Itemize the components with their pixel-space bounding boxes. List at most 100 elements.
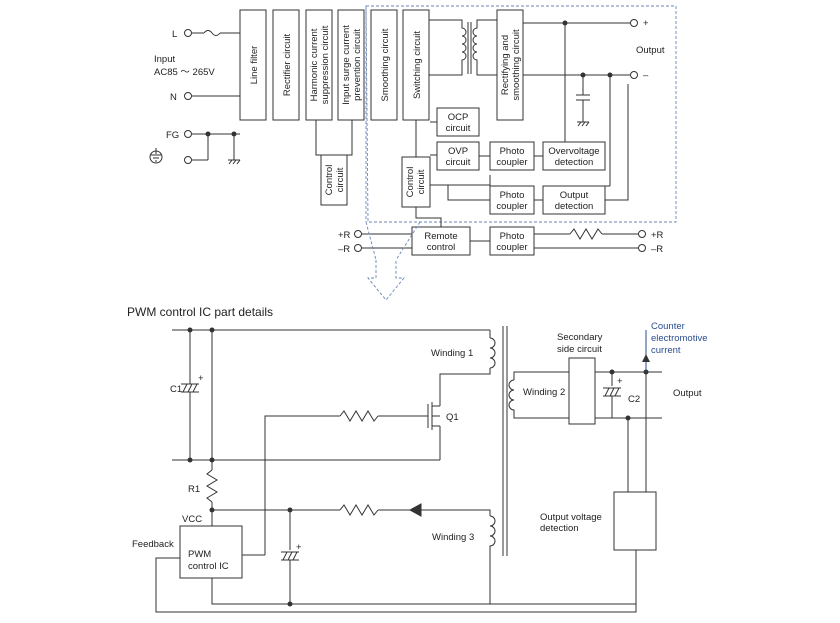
switching-block [402, 9, 430, 121]
winding2-label: Winding 2 [523, 387, 565, 398]
photo3-label-2: coupler [496, 242, 527, 253]
terminal-l-label: L [172, 29, 177, 40]
rectifier-block [272, 9, 300, 121]
block-diagram: L N FG Input AC85 ～ 265V [149, 5, 677, 301]
remote-in-plus-terminal [354, 230, 362, 238]
photo3-label-1: Photo [500, 231, 525, 242]
terminal-fg [184, 130, 192, 138]
output-plus-label: + [643, 18, 649, 29]
ovp-label-2: circuit [446, 157, 471, 168]
rectifier-label: Rectifier circuit [282, 33, 293, 96]
harmonic-label-2: suppression circuit [320, 25, 331, 104]
outdet-label-1: Output [560, 190, 589, 201]
resistor-icon [569, 228, 603, 240]
input-label: Input [154, 54, 175, 65]
remote-in-plus-label: +R [338, 230, 351, 241]
remote-in-minus-terminal [354, 244, 362, 252]
line-filter-block [239, 9, 267, 121]
counter-label-1: Counter [651, 321, 685, 332]
harmonic-label-1: Harmonic current [309, 28, 320, 101]
output-minus-label: – [643, 70, 649, 81]
ovdet-label-1: Overvoltage [548, 146, 599, 157]
control-label-2: circuit [335, 167, 346, 192]
remote-in-minus-label: –R [338, 244, 350, 255]
remote-out-plus-terminal [638, 230, 646, 238]
input-range: AC85 ～ 265V [154, 67, 215, 78]
switching-label: Switching circuit [412, 31, 423, 99]
cvcc-plus-label: + [296, 542, 302, 553]
secondary-output-label: Output [673, 388, 702, 399]
outvdet-label-2: detection [540, 523, 579, 534]
feedback-label: Feedback [132, 539, 174, 550]
surge-label-1: Input surge current [341, 25, 352, 105]
remote-out-minus-terminal [638, 244, 646, 252]
rectifying-smoothing-block [496, 9, 524, 121]
vcc-label: VCC [182, 514, 202, 525]
control2-label-2: circuit [416, 169, 427, 194]
fuse-icon [203, 30, 221, 36]
counter-label-3: current [651, 345, 681, 356]
surge-prevention-block [337, 9, 365, 121]
remote-out-plus-label: +R [651, 230, 664, 241]
photo-coupler-1-block [489, 141, 535, 171]
ocp-block [436, 107, 480, 137]
resistor-r1-icon [206, 469, 218, 503]
remote-label-1: Remote [424, 231, 457, 242]
remote-out-minus-label: –R [651, 244, 663, 255]
capacitor-vcc-icon [281, 551, 299, 561]
photo2-label-1: Photo [500, 190, 525, 201]
terminal-n [184, 92, 192, 100]
control-circuit-block [320, 154, 348, 206]
overvoltage-detection-block [542, 141, 606, 171]
output-voltage-detection-block [613, 491, 657, 551]
q1-label: Q1 [446, 412, 459, 423]
photo1-label-2: coupler [496, 157, 527, 168]
photo-coupler-3-block [489, 226, 535, 256]
secondary-side-block [568, 357, 596, 425]
terminal-l [184, 29, 192, 37]
ovdet-label-2: detection [555, 157, 594, 168]
pwm-ic-label-1: PWM [188, 549, 211, 560]
transformer-icon [429, 19, 497, 76]
capacitor-c1-icon [181, 378, 199, 400]
output-plus-terminal [630, 19, 638, 27]
surge-label-2: prevention circuit [352, 29, 363, 101]
ocp-label-1: OCP [448, 112, 469, 123]
chassis-ground-icon [228, 159, 241, 165]
remote-control-block [411, 226, 471, 256]
winding-2-icon [508, 379, 515, 412]
terminal-fg-label: FG [166, 130, 179, 141]
photo2-label-2: coupler [496, 201, 527, 212]
pwm-control-ic-block [179, 525, 243, 579]
ocp-label-2: circuit [446, 123, 471, 134]
winding3-label: Winding 3 [432, 532, 474, 543]
pwm-detail-title: PWM control IC part details [127, 305, 273, 319]
zoom-arrow-icon [367, 260, 405, 301]
earth-ground-icon [149, 148, 163, 164]
ovp-label-1: OVP [448, 146, 468, 157]
switching-group-outline [365, 5, 677, 223]
photo1-label-1: Photo [500, 146, 525, 157]
remote-label-2: control [427, 242, 456, 253]
terminal-n-label: N [170, 92, 177, 103]
rect-smooth-label-2: smoothing circuit [511, 29, 522, 101]
c2-label: C2 [628, 394, 640, 405]
terminal-ground [184, 156, 192, 164]
c1-plus-label: + [198, 373, 204, 384]
outvdet-label-1: Output voltage [540, 512, 602, 523]
output-minus-terminal [630, 71, 638, 79]
diode-icon [408, 503, 422, 517]
line-filter-label: Line filter [249, 46, 260, 85]
output-label: Output [636, 45, 665, 56]
winding-3-icon [489, 515, 496, 552]
c1-label: C1 [170, 384, 182, 395]
pwm-ic-label-2: control IC [188, 561, 229, 572]
winding-1-icon [489, 337, 496, 369]
rect-smooth-label-1: Rectifying and [500, 35, 511, 95]
counter-label-2: electromotive [651, 333, 708, 344]
outdet-label-2: detection [555, 201, 594, 212]
secondary-label-2: side circuit [557, 344, 602, 355]
smoothing-block [370, 9, 398, 121]
mosfet-q1-icon [427, 400, 441, 460]
c2-plus-label: + [617, 376, 623, 387]
